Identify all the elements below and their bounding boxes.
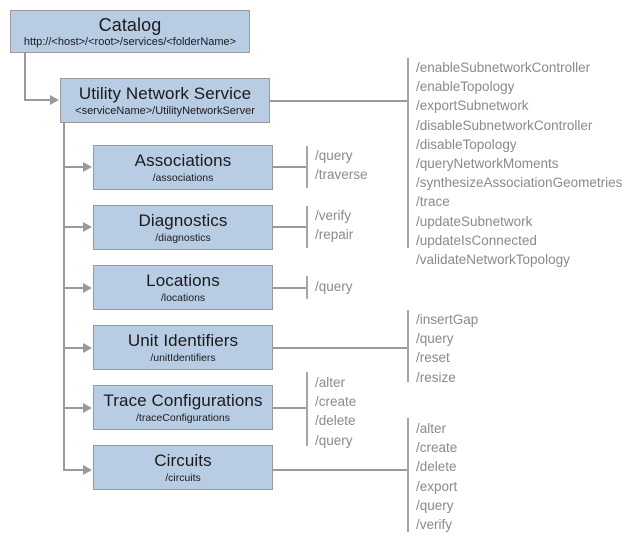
circuits-operation[interactable]: /verify [416,517,453,533]
node-trace-configurations-title: Trace Configurations [103,390,263,410]
arrow-head-diagnostics [83,222,92,232]
trace-configurations-operation[interactable]: /delete [315,413,356,429]
unit-identifiers-operation[interactable]: /insertGap [416,312,479,327]
operation-list-trace-configurations: /alter/create/delete/query [315,373,356,450]
associations-operation[interactable]: /query [315,148,353,163]
connector-unit-identifiers-operations [272,347,408,349]
node-associations-title: Associations [134,150,232,170]
node-service-title: Utility Network Service [78,83,252,103]
bracket-circuits-operations [407,418,409,532]
node-diagnostics[interactable]: Diagnostics /diagnostics [93,205,273,250]
node-unit-identifiers[interactable]: Unit Identifiers /unitIdentifiers [93,325,273,370]
service-operation[interactable]: /updateIsConnected [416,232,537,248]
bracket-locations-operations [306,276,308,299]
node-utility-network-service[interactable]: Utility Network Service <serviceName>/Ut… [60,78,270,123]
service-operation[interactable]: /disableSubnetworkController [416,117,593,133]
bracket-unit-identifiers-operations [407,310,409,382]
operation-list-diagnostics: /verify/repair [315,206,353,244]
operation-list-unit-identifiers: /insertGap/query/reset/resize [416,310,478,387]
diagnostics-operation[interactable]: /verify [315,208,352,223]
node-locations-title: Locations [146,270,220,290]
service-operation[interactable]: /updateSubnetwork [416,213,533,229]
bracket-associations-operations [306,146,308,188]
bracket-diagnostics-operations [306,206,308,248]
node-associations[interactable]: Associations /associations [93,145,273,190]
connector-spine-circuits [63,469,85,471]
bracket-service-operations [407,58,409,248]
service-operation[interactable]: /enableSubnetworkController [416,60,591,75]
unit-identifiers-operation[interactable]: /resize [416,369,456,385]
circuits-operation[interactable]: /delete [416,459,457,475]
service-operation[interactable]: /exportSubnetwork [416,98,529,114]
arrow-head-unit-identifiers [83,343,92,353]
unit-identifiers-operation[interactable]: /query [416,331,454,347]
operation-list-associations: /query/traverse [315,146,368,184]
node-unit-identifiers-path: /unitIdentifiers [150,351,216,364]
service-operation[interactable]: /trace [416,194,450,210]
connector-spine-associations [63,166,85,168]
trace-configurations-operation[interactable]: /query [315,432,353,448]
associations-operation[interactable]: /traverse [315,167,368,183]
connector-circuits-operations [272,469,408,471]
node-catalog-path: http://<host>/<root>/services/<folderNam… [23,35,237,48]
circuits-operation[interactable]: /export [416,478,458,494]
circuits-operation[interactable]: /create [416,440,458,456]
trace-configurations-operation[interactable]: /alter [315,375,346,390]
connector-spine-unit-identifiers [63,347,85,349]
connector-children-spine [63,123,65,471]
node-diagnostics-path: /diagnostics [155,231,211,244]
circuits-operation[interactable]: /query [416,497,454,513]
connector-trace-configurations-operations [272,407,307,409]
node-circuits-title: Circuits [154,450,212,470]
connector-service-operations [270,100,408,102]
operation-list-locations: /query [315,277,353,296]
node-trace-configurations-path: /traceConfigurations [136,411,230,424]
operation-list-service: /enableSubnetworkController/enableTopolo… [416,58,622,269]
node-locations-path: /locations [160,291,206,304]
node-locations[interactable]: Locations /locations [93,265,273,310]
connector-spine-trace-configurations [63,407,85,409]
node-diagnostics-title: Diagnostics [138,210,228,230]
connector-spine-diagnostics [63,226,85,228]
node-catalog[interactable]: Catalog http://<host>/<root>/services/<f… [10,10,250,53]
node-unit-identifiers-title: Unit Identifiers [127,330,239,350]
service-operation[interactable]: /enableTopology [416,79,515,95]
service-operation[interactable]: /validateNetworkTopology [416,252,570,268]
node-trace-configurations[interactable]: Trace Configurations /traceConfiguration… [93,385,273,430]
arrow-head-circuits [83,465,92,475]
circuits-operation[interactable]: /alter [416,421,447,436]
node-associations-path: /associations [152,171,214,184]
arrow-head-trace-configurations [83,403,92,413]
node-catalog-title: Catalog [98,14,162,35]
connector-catalog-service-vertical [24,53,26,101]
bracket-trace-configurations-operations [306,372,308,446]
connector-spine-locations [63,287,85,289]
service-operation[interactable]: /disableTopology [416,136,517,152]
arrow-head-catalog-service [50,95,59,105]
connector-associations-operations [272,166,307,168]
diagnostics-operation[interactable]: /repair [315,227,354,243]
node-circuits-path: /circuits [165,471,201,484]
node-service-path: <serviceName>/UtilityNetworkServer [75,104,255,117]
connector-locations-operations [272,287,307,289]
unit-identifiers-operation[interactable]: /reset [416,350,450,366]
node-circuits[interactable]: Circuits /circuits [93,445,273,490]
connector-catalog-service-horizontal [24,99,52,101]
arrow-head-associations [83,162,92,172]
connector-diagnostics-operations [272,226,307,228]
arrow-head-locations [83,283,92,293]
locations-operation[interactable]: /query [315,279,353,294]
trace-configurations-operation[interactable]: /create [315,394,357,410]
service-operation[interactable]: /synthesizeAssociationGeometries [416,175,623,191]
operation-list-circuits: /alter/create/delete/export/query/verify [416,419,457,534]
service-operation[interactable]: /queryNetworkMoments [416,156,559,172]
